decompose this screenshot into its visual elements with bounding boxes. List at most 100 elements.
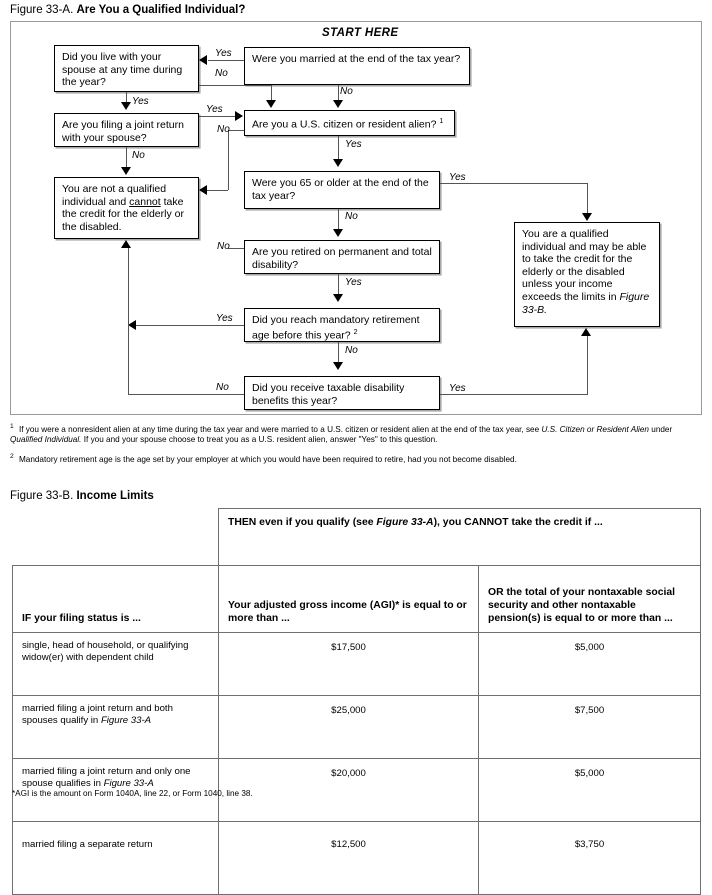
node-not-qualified-cannot: cannot — [129, 195, 161, 208]
node-lived-with-spouse-text: Did you live with your spouse at any tim… — [62, 51, 183, 89]
row-2-status-italic: Figure 33-A — [103, 777, 154, 789]
edge-retired-yes-v — [338, 274, 339, 295]
edge-lived-no-h — [199, 85, 271, 86]
row-3-nontaxable: $3,750 — [478, 820, 701, 895]
label-retired-no: No — [217, 241, 230, 252]
edge-citizen-yes-v — [338, 136, 339, 160]
edge-joint-no-v — [126, 147, 127, 168]
agi-footnote: *AGI is the amount on Form 1040A, line 2… — [12, 789, 253, 798]
table-row: married filing a separate return $12,500… — [12, 820, 701, 895]
figure-b-caption: Figure 33-B. Income Limits — [10, 490, 154, 502]
row-3-status-text: married filing a separate return — [22, 838, 153, 850]
edge-citizen-no-v — [228, 130, 229, 190]
node-mandatory-age-question: Did you reach mandatory retirement age b… — [244, 308, 440, 342]
edge-benefits-no-h — [128, 394, 244, 395]
publication-figure-page: Figure 33-A. Are You a Qualified Individ… — [10, 4, 702, 895]
arrowhead-married-no — [266, 100, 276, 108]
label-citizen-yes: Yes — [345, 139, 362, 150]
label-mandatory-yes: Yes — [216, 313, 233, 324]
node-retired-disability-question: Are you retired on permanent and total d… — [244, 240, 440, 274]
arrowhead-qualified-bottom — [581, 328, 591, 336]
edge-citizen-no-h — [228, 130, 244, 131]
node-joint-return-question: Are you filing a joint return with your … — [54, 113, 199, 147]
header-nontaxable: OR the total of your nontaxable social s… — [478, 564, 701, 633]
figure-a-caption-title: Are You a Qualified Individual? — [76, 4, 246, 16]
fn1-part2: under — [648, 424, 673, 434]
header-then-pre: THEN even if you qualify (see — [228, 517, 377, 528]
node-age65-text: Were you 65 or older at the end of the t… — [252, 177, 429, 202]
arrowhead-age65-yes — [582, 213, 592, 221]
header-blank-cell — [12, 508, 219, 566]
arrowhead-age65-no — [333, 229, 343, 237]
row-0-status: single, head of household, or qualifying… — [12, 631, 219, 696]
node-not-qualified-text-a: You are not a qualified individual and — [62, 183, 167, 208]
row-1-agi: $25,000 — [218, 694, 479, 759]
edge-married-yes — [208, 60, 244, 61]
label-married-no-right: No — [340, 86, 353, 97]
node-joint-return-text: Are you filing a joint return with your … — [62, 119, 184, 144]
row-3-agi: $12,500 — [218, 820, 479, 895]
arrowhead-lived-yes — [121, 102, 131, 110]
node-qualified-figure-ref: Figure 33-B. — [522, 290, 650, 316]
figure-a-footnote-1: 1 If you were a nonresident alien at any… — [10, 422, 702, 446]
row-1-nontaxable: $7,500 — [478, 694, 701, 759]
node-mandatory-age-footnote-marker: 2 — [353, 328, 358, 336]
edge-age65-yes-v — [587, 183, 588, 214]
node-qualified-result: You are a qualified individual and may b… — [514, 222, 660, 327]
arrowhead-joint-yes — [235, 111, 243, 121]
figure-a-footnote-1-marker: 1 — [10, 423, 14, 430]
label-benefits-yes: Yes — [449, 383, 466, 394]
edge-benefits-yes-v — [587, 335, 588, 394]
arrowhead-married-no-2 — [333, 100, 343, 108]
row-1-status-text: married filing a joint return and both s… — [22, 702, 173, 726]
arrowhead-citizen-yes — [333, 159, 343, 167]
edge-joint-yes-h — [199, 116, 235, 117]
row-2-agi: $20,000 — [218, 757, 479, 822]
node-qualified-text: You are a qualified individual and may b… — [522, 228, 647, 303]
label-lived-yes: Yes — [132, 96, 149, 107]
table-header-row-1: THEN even if you qualify (see Figure 33-… — [12, 508, 701, 566]
fn1-part4: If you and your spouse choose to treat y… — [81, 435, 438, 445]
node-married-question: Were you married at the end of the tax y… — [244, 47, 470, 85]
row-2-nontaxable: $5,000 — [478, 757, 701, 822]
figure-b-caption-lead: Figure 33-B. — [10, 490, 74, 502]
label-mandatory-no: No — [345, 345, 358, 356]
label-joint-no: No — [132, 150, 145, 161]
row-3-status: married filing a separate return — [12, 820, 219, 895]
edge-lived-yes-v — [126, 92, 127, 103]
figure-a-footnote-2-marker: 2 — [10, 453, 14, 460]
edge-age65-no-v — [338, 209, 339, 230]
label-married-yes: Yes — [215, 48, 232, 59]
node-citizen-footnote-marker: 1 — [439, 118, 444, 125]
row-1-status: married filing a joint return and both s… — [12, 694, 219, 759]
figure-a-footnote-2: 2 Mandatory retirement age is the age se… — [10, 452, 702, 465]
arrowhead-citizen-no — [199, 185, 207, 195]
fn2-part0: Mandatory retirement age is the age set … — [18, 454, 517, 464]
header-filing-status: IF your filing status is ... — [12, 565, 219, 633]
edge-mandatory-yes-h — [136, 325, 244, 326]
arrowhead-mandatory-yes — [128, 320, 136, 330]
table-row: married filing a joint return and both s… — [12, 694, 701, 759]
label-joint-yes: Yes — [206, 104, 223, 115]
node-not-qualified-result: You are not a qualified individual and c… — [54, 177, 199, 239]
node-citizen-text: Are you a U.S. citizen or resident alien… — [252, 118, 440, 131]
row-0-agi: $17,500 — [218, 631, 479, 696]
node-taxable-benefits-question: Did you receive taxable disability benef… — [244, 376, 440, 410]
arrowhead-not-qualified-bottom — [121, 240, 131, 248]
label-citizen-no: No — [217, 124, 230, 135]
node-mandatory-age-text: Did you reach mandatory retirement age b… — [252, 314, 420, 342]
label-age65-yes: Yes — [449, 172, 466, 183]
edge-married-no-v2 — [338, 85, 339, 102]
node-retired-disability-text: Are you retired on permanent and total d… — [252, 246, 432, 271]
node-citizen-question: Are you a U.S. citizen or resident alien… — [244, 110, 455, 136]
header-then-post: ), you CANNOT take the credit if ... — [433, 517, 603, 528]
header-then-cell: THEN even if you qualify (see Figure 33-… — [218, 508, 701, 566]
label-benefits-no: No — [216, 382, 229, 393]
edge-mandatory-no-v — [338, 342, 339, 363]
table-header-row-2: IF your filing status is ... Your adjust… — [12, 564, 701, 633]
edge-left-riser — [128, 248, 129, 394]
arrowhead-joint-no — [121, 167, 131, 175]
row-0-nontaxable: $5,000 — [478, 631, 701, 696]
edge-married-no-v1 — [271, 85, 272, 102]
label-age65-no: No — [345, 211, 358, 222]
